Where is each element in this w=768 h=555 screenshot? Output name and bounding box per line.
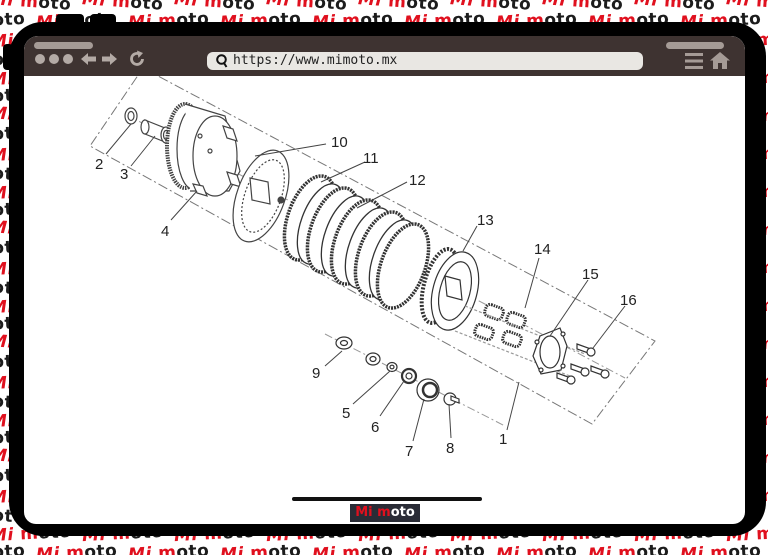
part-16-bolts <box>556 343 610 385</box>
tablet-frame: https://www.mimoto.mx <box>9 22 766 536</box>
part-6-bearing <box>400 367 418 385</box>
tablet-screen: https://www.mimoto.mx <box>24 36 745 524</box>
part-15-spring-plate <box>532 327 568 375</box>
part-10-pressure-plate <box>232 149 290 243</box>
callout-9: 9 <box>312 365 320 382</box>
callout-8: 8 <box>446 440 454 457</box>
callout-1: 1 <box>499 431 507 448</box>
callout-7: 7 <box>405 443 413 460</box>
forward-arrow-icon[interactable] <box>101 52 117 66</box>
callout-11: 11 <box>363 150 379 167</box>
part-13-clutch-hub <box>419 247 480 331</box>
callout-15: 15 <box>582 266 599 283</box>
part-11-12-clutch-plates <box>282 174 431 310</box>
window-dot-icon[interactable] <box>49 54 59 64</box>
tablet-side-button <box>3 44 13 70</box>
search-icon <box>216 54 228 68</box>
callout-16: 16 <box>620 292 637 309</box>
reload-icon[interactable] <box>128 50 146 68</box>
callout-10: 10 <box>331 134 348 151</box>
browser-tab-right[interactable] <box>666 42 724 49</box>
callout-labels: 1 2 3 4 5 6 7 8 9 10 11 12 13 14 15 16 <box>95 134 637 460</box>
menu-icon[interactable] <box>685 53 703 69</box>
home-icon[interactable] <box>710 52 730 69</box>
watermark-brand: Mi moto <box>0 540 26 555</box>
part-3-bushing <box>140 119 172 144</box>
callout-5: 5 <box>342 405 350 422</box>
callout-13: 13 <box>477 212 494 229</box>
leader-lines <box>105 123 626 442</box>
browser-tab[interactable] <box>34 42 93 49</box>
part-9-washer <box>335 336 353 350</box>
window-dot-icon[interactable] <box>35 54 45 64</box>
brand-logo: Mi moto <box>350 504 420 522</box>
url-text[interactable]: https://www.mimoto.mx <box>233 53 398 68</box>
back-arrow-icon[interactable] <box>81 52 97 66</box>
assembly-boundary <box>89 76 656 425</box>
part-8-nut <box>443 392 460 406</box>
browser-toolbar: https://www.mimoto.mx <box>24 36 745 76</box>
callout-3: 3 <box>120 166 128 183</box>
callout-2: 2 <box>95 156 103 173</box>
callout-4: 4 <box>161 223 169 240</box>
callout-6: 6 <box>371 419 379 436</box>
part-7-bearing <box>416 378 440 402</box>
part-4-clutch-basket <box>165 102 242 197</box>
part-5-washer <box>365 352 398 373</box>
part-2-washer <box>124 107 138 125</box>
window-dot-icon[interactable] <box>63 54 73 64</box>
home-indicator-bar[interactable] <box>292 497 482 501</box>
url-bar[interactable]: https://www.mimoto.mx <box>207 52 643 70</box>
callout-12: 12 <box>409 172 426 189</box>
callout-14: 14 <box>534 241 551 258</box>
clutch-exploded-diagram: 1 2 3 4 5 6 7 8 9 10 11 12 13 14 15 16 <box>89 76 656 460</box>
